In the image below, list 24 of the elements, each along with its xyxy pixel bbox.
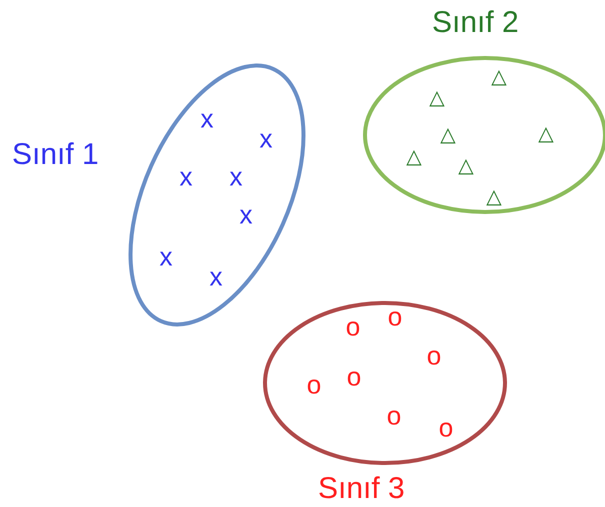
- triangle-marker: △: [429, 87, 445, 107]
- circle-marker: o: [346, 314, 360, 340]
- class-label: Sınıf 2: [432, 8, 519, 38]
- cross-marker: x: [230, 164, 242, 190]
- triangle-marker: △: [486, 186, 502, 206]
- cross-marker: x: [200, 106, 214, 132]
- triangle-marker: △: [406, 146, 422, 166]
- circle-marker: o: [426, 342, 442, 369]
- triangle-marker: △: [538, 123, 554, 143]
- circle-marker: o: [386, 402, 402, 429]
- cross-marker: x: [260, 126, 272, 152]
- cross-marker: x: [180, 164, 192, 190]
- class-label: Sınıf 3: [318, 474, 405, 504]
- triangle-marker: △: [458, 155, 474, 175]
- circle-marker: o: [438, 414, 454, 441]
- circle-marker: o: [306, 372, 322, 398]
- cross-marker: x: [240, 202, 252, 228]
- cross-marker: x: [210, 264, 222, 290]
- cross-marker: x: [160, 244, 172, 270]
- circle-marker: o: [346, 364, 362, 390]
- class-label: Sınıf 1: [12, 140, 99, 170]
- triangle-marker: △: [440, 124, 456, 144]
- triangle-marker: △: [491, 66, 507, 86]
- circle-marker: o: [388, 304, 402, 330]
